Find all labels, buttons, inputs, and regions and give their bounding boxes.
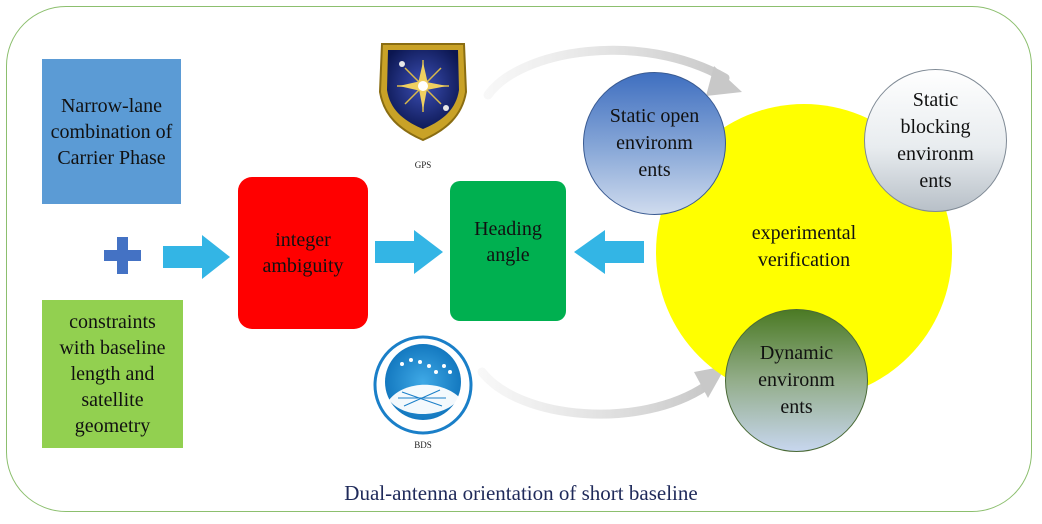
left-arrow-verification-to-heading	[574, 230, 644, 274]
constraints-label: constraints with baseline length and sat…	[59, 311, 166, 437]
static-open-label: Static open environm ents	[609, 105, 700, 181]
narrow-lane-box: Narrow-lane combination of Carrier Phase	[42, 59, 181, 204]
bds-caption: BDS	[414, 440, 432, 450]
static-blocking-label: Static blocking environm ents	[897, 88, 974, 192]
diagram-frame	[6, 6, 1032, 512]
bds-logo	[373, 335, 473, 435]
right-arrow-ambiguity-to-heading	[375, 230, 443, 274]
static-blocking-circle: Static blocking environm ents	[864, 69, 1007, 212]
dynamic-label: Dynamic environm ents	[758, 342, 835, 418]
narrow-lane-label: Narrow-lane combination of Carrier Phase	[50, 94, 173, 169]
constraints-box: constraints with baseline length and sat…	[42, 300, 183, 448]
dynamic-circle: Dynamic environm ents	[725, 309, 868, 452]
diagram-caption: Dual-antenna orientation of short baseli…	[344, 481, 698, 505]
heading-angle-box: Heading angle	[450, 181, 566, 321]
gps-curved-arrow	[483, 45, 730, 100]
integer-ambiguity-box: integer ambiguity	[238, 177, 368, 329]
bds-curved-arrow	[477, 367, 711, 419]
integer-ambiguity-label: integer ambiguity	[262, 229, 344, 277]
gps-curved-arrow-head	[706, 66, 742, 96]
experimental-verification-label: experimental verification	[751, 222, 857, 271]
gps-logo	[378, 43, 468, 142]
heading-angle-label: Heading angle	[474, 218, 542, 266]
right-arrow-plus-to-ambiguity	[163, 235, 230, 279]
bds-curved-arrow-head	[694, 366, 726, 398]
static-open-circle: Static open environm ents	[583, 72, 726, 215]
gps-caption: GPS	[414, 160, 432, 170]
plus-icon	[104, 237, 141, 274]
